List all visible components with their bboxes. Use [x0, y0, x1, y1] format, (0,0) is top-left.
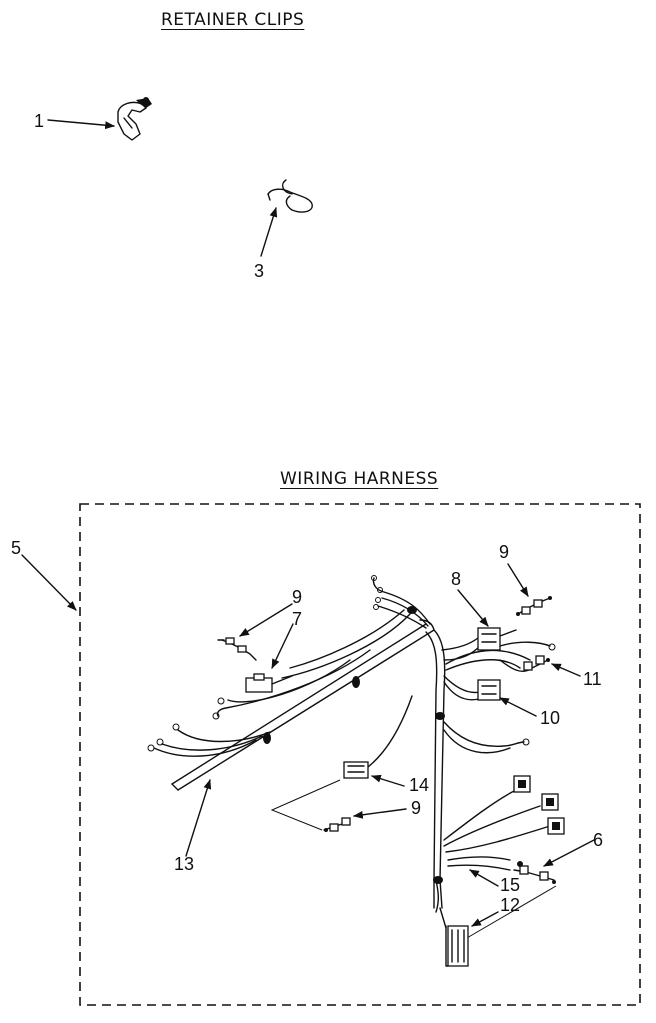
callout-13: 13: [174, 854, 195, 874]
retainer-clips-heading: RETAINER CLIPS: [161, 10, 305, 30]
terminal-part-9-middle: [323, 817, 351, 832]
wiring-harness-frame: [79, 503, 641, 1006]
leader-line-8: [457, 589, 489, 627]
callout-1: 1: [34, 111, 45, 131]
harness-trunk: [171, 606, 446, 913]
leader-line-11: [551, 663, 581, 677]
bracket-line-6: [459, 885, 557, 943]
callout-5: 5: [11, 538, 22, 558]
callout-15: 15: [500, 875, 521, 895]
callout-10: 10: [540, 708, 561, 728]
callout-7: 7: [292, 609, 303, 629]
callout-9-middle: 9: [411, 798, 422, 818]
leader-line-9b: [507, 563, 529, 597]
retainer-clip-part-1: [117, 97, 152, 141]
callout-14: 14: [409, 775, 430, 795]
leader-line-9a: [239, 603, 293, 637]
connector-part-11: [445, 641, 556, 672]
callout-6: 6: [593, 830, 604, 850]
leader-line-12: [471, 911, 499, 927]
leader-line-15: [469, 869, 499, 887]
leader-line-14: [371, 774, 405, 787]
connector-part-14: [343, 695, 413, 779]
leader-line-9c: [353, 808, 407, 819]
connector-part-7: [245, 673, 293, 693]
leader-line-5: [21, 554, 77, 611]
leader-line-1: [47, 119, 115, 130]
leader-line-7: [271, 623, 294, 669]
connector-part-10: [443, 675, 501, 701]
leader-line-13: [185, 779, 212, 857]
loop-wires-right: [443, 721, 530, 754]
terminal-part-9-left: [217, 637, 257, 661]
leader-line-6: [543, 839, 595, 867]
connector-part-8: [441, 627, 517, 661]
callout-9-right: 9: [499, 542, 510, 562]
wiring-harness-heading: WIRING HARNESS: [280, 469, 439, 489]
upper-left-wires: [147, 575, 431, 757]
hook-clip-part-3: [267, 179, 313, 213]
callout-11: 11: [583, 669, 602, 689]
leader-line-3: [260, 207, 278, 257]
callout-9-left: 9: [292, 587, 303, 607]
callout-12: 12: [500, 895, 521, 915]
leader-line-10: [499, 697, 537, 717]
lower-right-connectors: [443, 775, 565, 871]
terminal-block-part-12: [439, 907, 469, 967]
terminal-part-9-right: [516, 596, 552, 616]
callout-3: 3: [254, 261, 265, 281]
bracket-line-14: [270, 779, 341, 831]
callout-8: 8: [451, 569, 462, 589]
terminal-part-6: [513, 861, 556, 884]
